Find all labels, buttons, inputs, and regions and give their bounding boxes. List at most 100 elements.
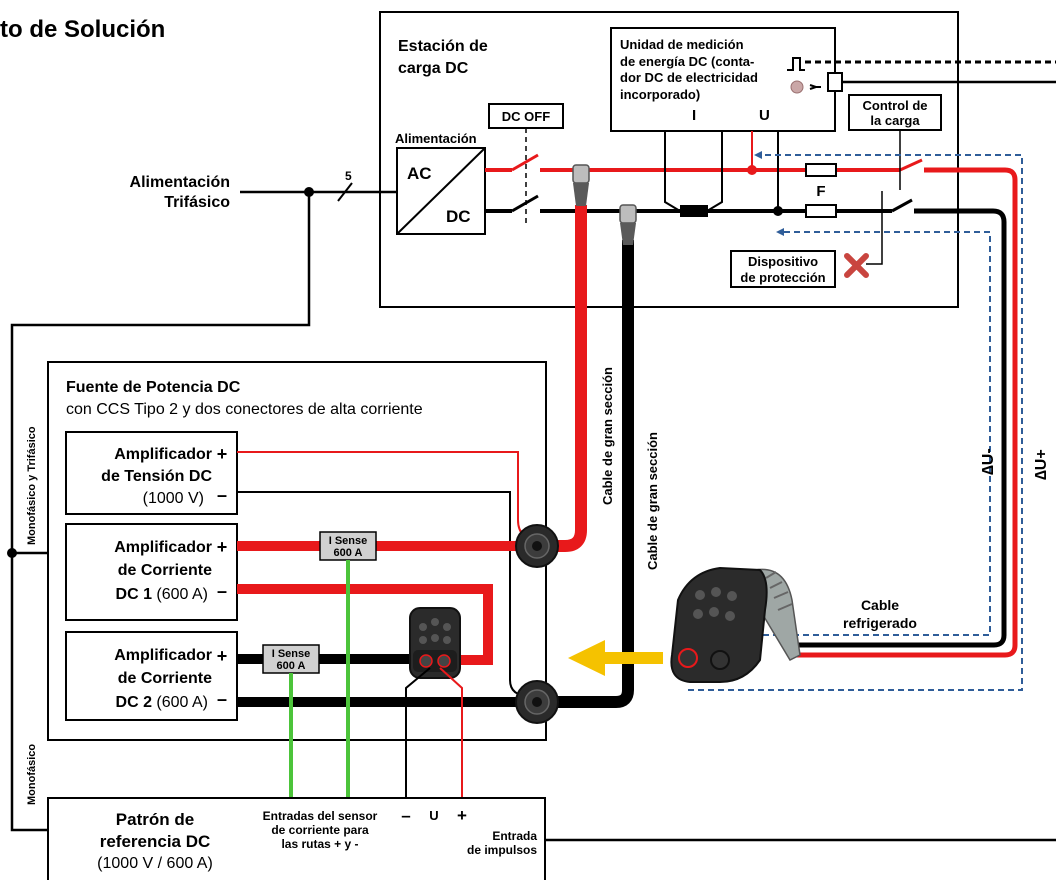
fuse-plus: [805, 163, 837, 177]
meter-text-3: dor DC de electricidad: [620, 70, 758, 85]
cur1-minus-cable: [237, 584, 493, 665]
current-amplifier-2-box: [65, 631, 238, 721]
wire-count-label: 5: [345, 169, 352, 183]
charge-control-box: [848, 94, 942, 131]
meter-i-wire-2: [706, 131, 723, 212]
cur1-label-1: Amplificador: [114, 539, 212, 556]
cur1-label-2: de Corriente: [118, 562, 212, 579]
dc-off-switch-plus: [511, 153, 539, 172]
power-source-subtitle: con CCS Tipo 2 y dos conectores de alta …: [66, 401, 423, 418]
isense-2-box: I Sense 600 A: [262, 644, 320, 674]
reference-spec: (1000 V / 600 A): [97, 855, 213, 872]
supply-branch: [10, 192, 311, 832]
cur1-label-3: DC 1 (600 A): [116, 586, 208, 603]
ref-minus-label: –: [401, 806, 410, 825]
reference-standard-box: [47, 797, 546, 880]
protection-label-1: Dispositivo: [748, 254, 818, 269]
cooled-cable-label-1: Cable: [861, 597, 899, 613]
delta-u-minus-label: ∆U-: [980, 448, 997, 475]
delta-u-plus-path: [688, 151, 1023, 691]
converter-dc-label: DC: [446, 207, 471, 226]
meter-text-1: Unidad de medición: [620, 37, 744, 52]
fuse-label: F: [816, 183, 825, 200]
pulse-input-label-1: Entrada: [492, 829, 537, 843]
converter-diagonal: [396, 147, 486, 235]
cur2-label-3-rating: (600 A): [152, 694, 208, 711]
isense-1-box: I Sense 600 A: [319, 531, 377, 561]
junction-plus: [747, 165, 757, 175]
volt-amp-label-1: Amplificador: [114, 446, 212, 463]
cur1-plus: +: [217, 537, 228, 557]
control-label-1: Control de: [863, 98, 928, 113]
station-title-1: Estación de: [398, 38, 488, 55]
current-shunt: [680, 205, 708, 217]
optical-interface-icon: [809, 84, 821, 90]
reference-title-1: Patrón de: [116, 810, 194, 829]
switch-plus-2: [899, 158, 923, 172]
meter-u-label: U: [759, 107, 770, 124]
control-label-2: la carga: [870, 113, 920, 128]
station-title-2: carga DC: [398, 60, 469, 77]
cur2-label-1: Amplificador: [114, 647, 212, 664]
ref-minus-wire: [405, 667, 431, 800]
ref-plus-label: +: [457, 806, 467, 825]
meter-i-wire-1: [664, 131, 681, 212]
wire-count-tick: [337, 182, 353, 202]
volt-amp-minus: –: [217, 485, 227, 505]
internal-minus-line-3: [790, 208, 1007, 648]
ccs-plug-icon: [670, 566, 801, 683]
cur1-minus: –: [217, 581, 227, 601]
ccs-socket-icon: [409, 607, 461, 679]
cur2-minus: –: [217, 689, 227, 709]
volt-amp-label-3: (1000 V): [143, 490, 204, 507]
page-title: to de Solución: [0, 16, 165, 43]
large-cable-plus: [540, 205, 587, 552]
junction-minus: [773, 206, 783, 216]
large-cable-minus: [540, 240, 634, 708]
isense-2-label-1: I Sense: [272, 648, 311, 660]
cur1-label-3-rating: (600 A): [152, 586, 208, 603]
isense-1-label-1: I Sense: [329, 535, 368, 547]
supply-label-2: Trifásico: [164, 194, 230, 211]
round-connector-plus-icon: [515, 524, 559, 568]
cur2-label-3-bold: DC 2: [116, 694, 153, 711]
current-amplifier-1-box: [65, 523, 238, 621]
ref-plus-wire: [439, 667, 463, 800]
side-label-mono: Monofásico: [26, 744, 38, 805]
power-source-title: Fuente de Potencia DC: [66, 379, 241, 396]
sensor-inputs-label-1: Entradas del sensor: [263, 809, 378, 823]
reference-title-2: referencia DC: [100, 832, 211, 851]
large-cable-label-1: Cable de gran sección: [600, 367, 615, 505]
meter-text-2: de energía DC (conta-: [620, 54, 754, 69]
cur2-label-3: DC 2 (600 A): [116, 694, 208, 711]
led-indicator-icon: [790, 80, 804, 94]
pulse-input-label-2: de impulsos: [467, 843, 537, 857]
fuse-minus: [805, 204, 837, 218]
protection-wire: [866, 191, 883, 265]
cable-lug-plus-icon: [572, 164, 590, 206]
meter-i-label: I: [692, 107, 696, 124]
large-cable-label-2: Cable de gran sección: [645, 432, 660, 570]
converter-ac-label: AC: [407, 164, 432, 183]
cur2-plus: +: [217, 646, 228, 666]
protection-box: [730, 250, 836, 288]
ref-u-label: U: [429, 808, 438, 823]
dc-off-switch-minus: [511, 194, 539, 213]
dc-off-label: DC OFF: [502, 109, 550, 124]
sensor-inputs-label-3: las rutas + y -: [281, 837, 358, 851]
direction-arrow-icon: [568, 640, 663, 676]
protection-cross-icon: [844, 253, 869, 278]
cooled-cable-label-2: refrigerado: [843, 615, 917, 631]
energy-meter-box: [610, 27, 836, 132]
isense-2-label-2: 600 A: [277, 660, 306, 672]
power-supply-label: Alimentación: [395, 131, 477, 146]
supply-label-1: Alimentación: [130, 174, 230, 191]
cable-lug-minus-icon: [619, 204, 637, 245]
protection-label-2: de protección: [740, 270, 825, 285]
isense-1-label-2: 600 A: [334, 547, 363, 559]
switch-minus-2: [891, 198, 913, 213]
cur1-label-3-bold: DC 1: [116, 586, 153, 603]
volt-amp-label-2: de Tensión DC: [101, 468, 212, 485]
meter-text-4: incorporado): [620, 87, 700, 102]
